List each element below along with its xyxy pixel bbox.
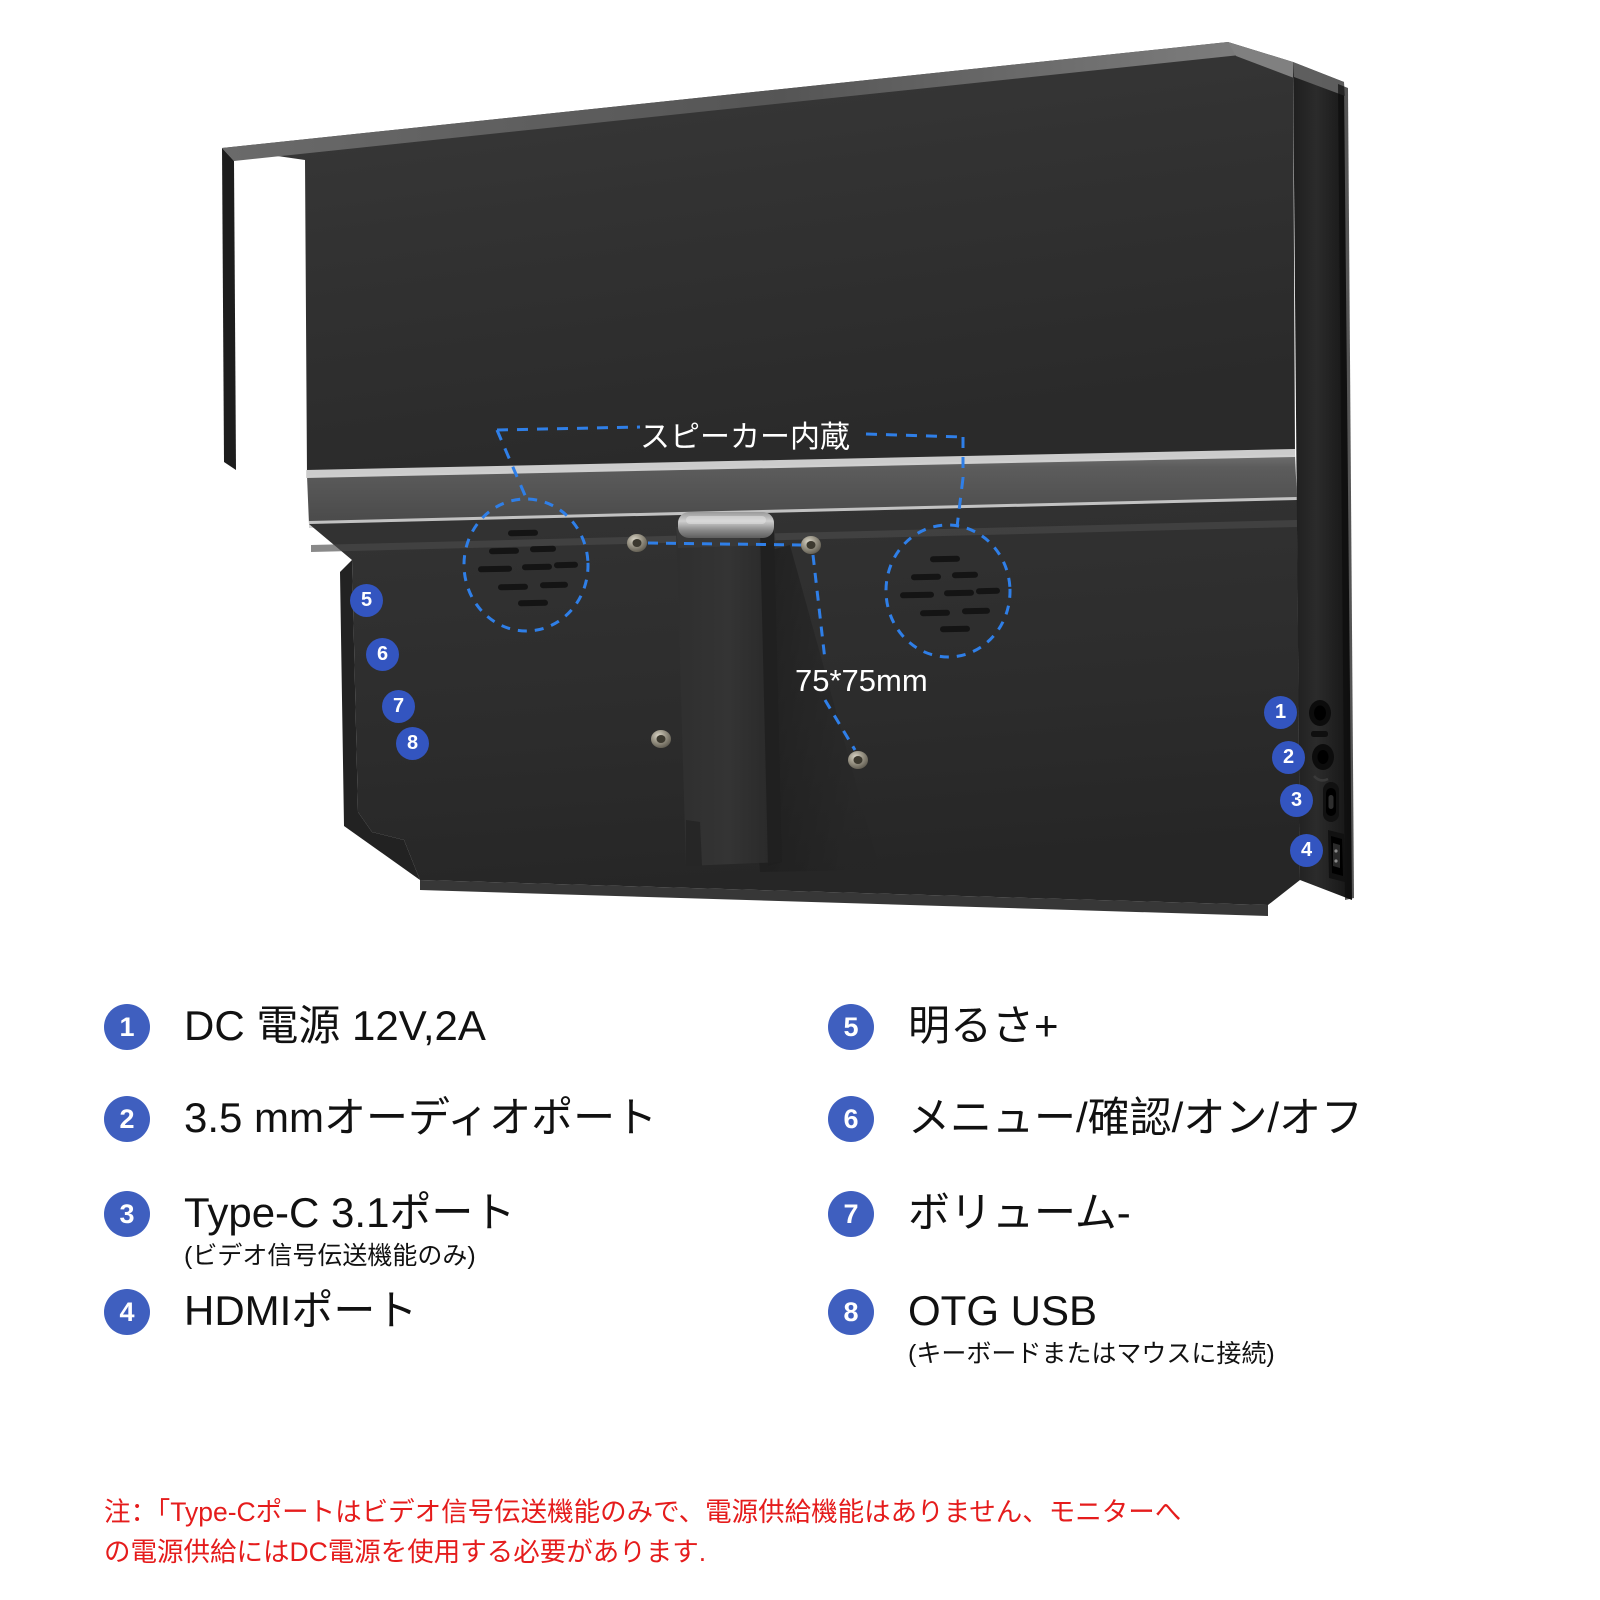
legend-label-3: Type-C 3.1ポート — [184, 1189, 516, 1236]
vesa-callout-label: 75*75mm — [795, 663, 928, 698]
legend-label-4: HDMIポート — [184, 1287, 418, 1334]
legend-item-6[interactable]: 6 メニュー/確認/オン/オフ — [828, 1092, 1528, 1187]
kickstand — [676, 512, 782, 866]
vesa-measure-lines — [647, 541, 857, 751]
product-badge-1[interactable]: 1 — [1264, 696, 1297, 729]
speaker-callout-leaders — [495, 425, 965, 528]
vesa-screw-holes — [627, 534, 868, 769]
legend-badge-7: 7 — [828, 1191, 874, 1237]
port-group — [1309, 700, 1345, 882]
legend-badge-1: 1 — [104, 1004, 150, 1050]
product-badge-2[interactable]: 2 — [1272, 741, 1305, 774]
legend-label-2: 3.5 mmオーディオポート — [184, 1094, 658, 1141]
legend-column-left: 1 DC 電源 12V,2A 2 3.5 mmオーディオポート 3 Type-C… — [104, 1000, 784, 1337]
legend-item-5[interactable]: 5 明るさ+ — [828, 1000, 1528, 1092]
legend-badge-5: 5 — [828, 1004, 874, 1050]
legend-badge-6: 6 — [828, 1096, 874, 1142]
footnote-warning: 注：「Type-Cポートはビデオ信号伝送機能のみで、電源供給機能はありません、モ… — [104, 1492, 1524, 1572]
legend-item-1[interactable]: 1 DC 電源 12V,2A — [104, 1000, 784, 1092]
footnote-line-2: の電源供給にはDC電源を使用する必要があります. — [104, 1537, 707, 1567]
hdmi-port-icon — [1328, 830, 1345, 882]
legend-item-2[interactable]: 2 3.5 mmオーディオポート — [104, 1092, 784, 1187]
product-badge-4[interactable]: 4 — [1290, 834, 1323, 867]
legend-item-8[interactable]: 8 OTG USB (キーボードまたはマウスに接続) — [828, 1285, 1528, 1369]
legend-label-8: OTG USB — [908, 1287, 1098, 1334]
legend-label-6: メニュー/確認/オン/オフ — [908, 1094, 1364, 1141]
product-badge-5[interactable]: 5 — [350, 584, 383, 617]
speaker-leader-right-down — [955, 477, 965, 528]
product-badge-8[interactable]: 8 — [396, 727, 429, 760]
legend-label-1: DC 電源 12V,2A — [184, 1002, 486, 1049]
legend-badge-8: 8 — [828, 1289, 874, 1335]
footnote-line-1: 注：「Type-Cポートはビデオ信号伝送機能のみで、電源供給機能はありません、モ… — [104, 1497, 1182, 1527]
vesa-line-horizontal — [647, 541, 802, 547]
speaker-leader-right-horizontal — [865, 432, 964, 439]
speaker-leader-left-down — [495, 429, 529, 501]
usb-c-port-icon — [1323, 782, 1339, 822]
dc-power-jack-icon — [1309, 700, 1331, 737]
legend-label-5: 明るさ+ — [908, 1002, 1059, 1049]
speaker-grille-right — [900, 555, 1000, 633]
legend-column-right: 5 明るさ+ 6 メニュー/確認/オン/オフ 7 ボリューム- 8 OTG US… — [828, 1000, 1528, 1369]
speaker-leader-left-horizontal — [496, 425, 641, 432]
legend-badge-3: 3 — [104, 1191, 150, 1237]
product-illustration: スピーカー内蔵 75*75mm 5 6 7 8 1 2 3 4 — [222, 42, 1354, 916]
legend-badge-2: 2 — [104, 1096, 150, 1142]
legend-sub-3: (ビデオ信号伝送機能のみ) — [184, 1242, 476, 1270]
audio-jack-icon — [1312, 744, 1334, 782]
speaker-outline-left — [462, 497, 590, 633]
legend-item-4[interactable]: 4 HDMIポート — [104, 1285, 784, 1337]
speaker-highlight-outline — [462, 497, 1012, 659]
product-badge-6[interactable]: 6 — [366, 638, 399, 671]
monitor-upper-panel — [222, 42, 1295, 476]
legend-label-7: ボリューム- — [908, 1189, 1131, 1236]
monitor-rear-illustration — [222, 42, 1354, 916]
vesa-line-vertical-lower — [823, 699, 857, 751]
legend-item-3[interactable]: 3 Type-C 3.1ポート (ビデオ信号伝送機能のみ) — [104, 1187, 784, 1285]
legend: 1 DC 電源 12V,2A 2 3.5 mmオーディオポート 3 Type-C… — [0, 1000, 1600, 1460]
legend-badge-4: 4 — [104, 1289, 150, 1335]
product-badge-3[interactable]: 3 — [1280, 784, 1313, 817]
monitor-right-edge-strip — [1293, 62, 1354, 900]
legend-sub-8: (キーボードまたはマウスに接続) — [908, 1340, 1275, 1368]
speaker-grille-left — [478, 529, 578, 607]
product-badge-7[interactable]: 7 — [382, 690, 415, 723]
speaker-callout-label: スピーカー内蔵 — [640, 421, 850, 454]
stand-hinge — [678, 512, 774, 538]
legend-item-7[interactable]: 7 ボリューム- — [828, 1187, 1528, 1285]
speaker-outline-right — [884, 523, 1012, 659]
